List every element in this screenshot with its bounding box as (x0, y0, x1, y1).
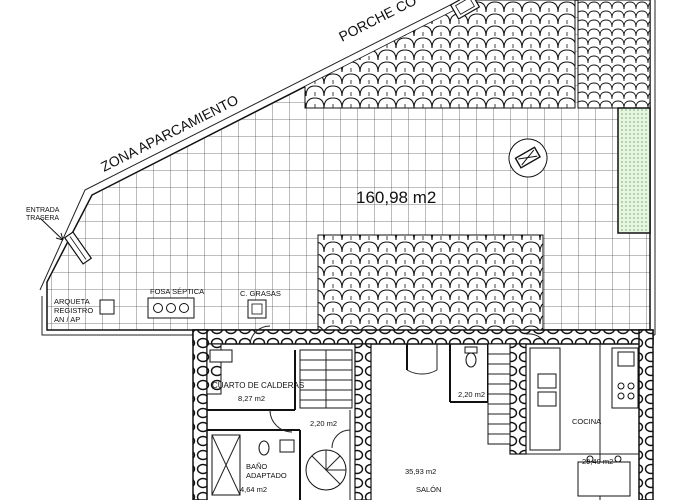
dining-table (577, 455, 631, 497)
back-entrance-label-1: ENTRADA (26, 207, 60, 214)
adapted-bathroom-fixtures (211, 434, 295, 496)
staircase (299, 349, 353, 409)
arqueta-label-2: REGISTRO (54, 306, 93, 315)
arqueta-label-1: ARQUETA (54, 297, 90, 306)
living-room-area: 35,93 m2 (405, 467, 436, 476)
arqueta-label-3: AN / AP (54, 315, 80, 324)
terrace (39, 0, 656, 336)
boiler-icon (209, 349, 233, 363)
septic-label: FOSA SÉPTICA (150, 287, 204, 296)
living-room-label: SALÓN (416, 485, 441, 494)
boiler-room-label: CUARTO DE CALDERAS (212, 381, 304, 390)
septic-tank (147, 297, 195, 319)
spiral-stair (305, 449, 347, 491)
staircase-right (487, 343, 511, 445)
toilet-area: 2,20 m2 (458, 390, 485, 399)
bathroom-label-2: ADAPTADO (246, 471, 287, 480)
kitchen-counter (529, 347, 639, 451)
grease-label: C. GRASAS (240, 289, 281, 298)
bench-icon (63, 231, 93, 265)
garden-strip (617, 107, 651, 234)
table-icon (449, 0, 481, 20)
back-entrance-label-2: TRASERA (26, 215, 59, 222)
total-area-label: 160,98 m2 (356, 188, 436, 207)
bathroom-area: 4,64 m2 (240, 485, 267, 494)
sun-lounger-icon (508, 138, 548, 178)
entrance-arrow-icon (39, 217, 64, 241)
kitchen-area: 29,49 m2 (582, 457, 613, 466)
arqueta-box (99, 299, 115, 315)
hall-area: 2,20 m2 (310, 419, 337, 428)
roof-tiles-middle (317, 234, 544, 331)
roof-tiles-top (304, 0, 576, 109)
house (192, 325, 654, 500)
toilet-icon (464, 346, 478, 368)
grease-trap (247, 299, 267, 319)
roof-tiles-top-right (577, 0, 651, 109)
kitchen-label: COCINA (572, 417, 601, 426)
bathroom-label-1: BAÑO (246, 462, 267, 471)
boiler-room-area: 8,27 m2 (238, 394, 265, 403)
